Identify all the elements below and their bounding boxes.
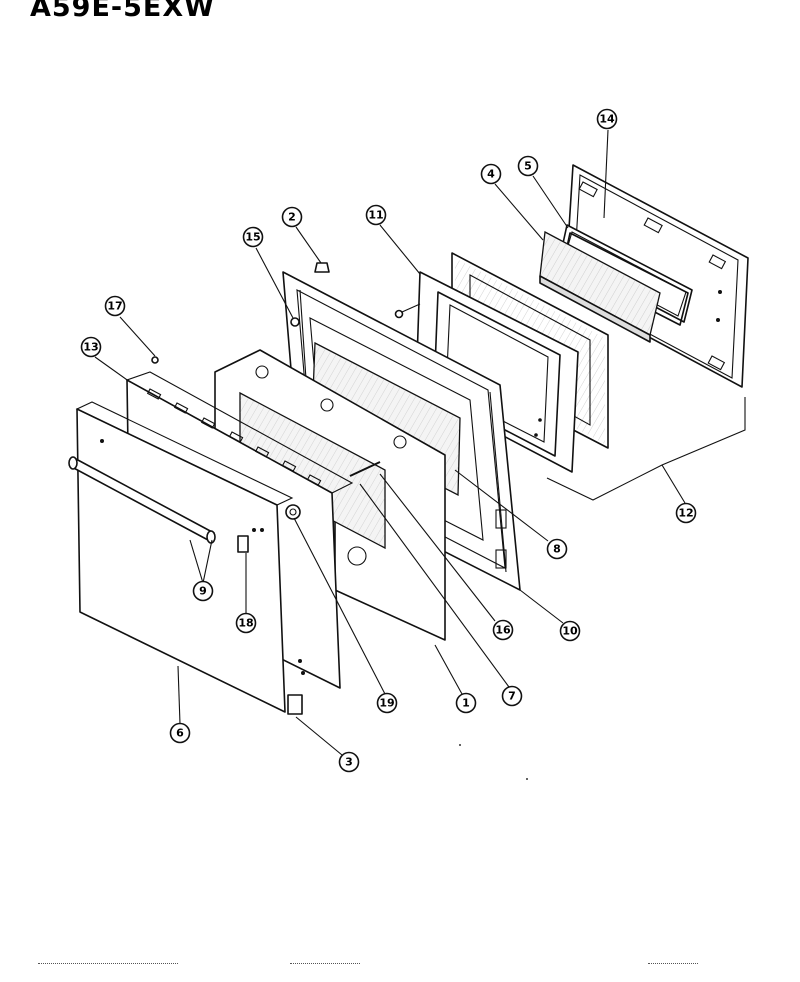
callout-10: 10 [559, 620, 581, 642]
callout-4: 4 [480, 163, 502, 185]
svg-text:6: 6 [176, 727, 184, 740]
svg-text:8: 8 [553, 543, 561, 556]
callout-5: 5 [517, 155, 539, 177]
svg-text:14: 14 [599, 113, 615, 126]
leader-lines [94, 129, 746, 756]
handle-bracket [237, 528, 256, 553]
callout-3: 3 [338, 751, 360, 773]
callout-15: 15 [242, 226, 264, 248]
svg-text:4: 4 [487, 168, 495, 181]
glass-support-rod [349, 461, 381, 477]
svg-text:9: 9 [199, 585, 207, 598]
svg-text:11: 11 [368, 209, 383, 222]
svg-text:5: 5 [524, 160, 532, 173]
callout-14: 14 [596, 108, 618, 130]
callout-8: 8 [546, 538, 568, 560]
door-handle [68, 456, 216, 544]
svg-text:18: 18 [238, 617, 253, 630]
svg-text:1: 1 [462, 697, 470, 710]
mounting-screw-15 [290, 317, 300, 327]
frame-screw [394, 303, 421, 319]
model-title: A59E-5EXW [30, 0, 215, 23]
hinge-clip [287, 659, 305, 715]
mounting-screw-2 [314, 262, 330, 273]
callout-16: 16 [492, 619, 514, 641]
callout-1: 1 [455, 692, 477, 714]
callout-12: 12 [675, 502, 697, 524]
callout-13: 13 [80, 336, 102, 358]
vent-screw [151, 356, 159, 364]
callout-6: 6 [169, 722, 191, 744]
scan-artifact-right [648, 963, 698, 969]
callout-18: 18 [235, 612, 257, 634]
callout-2: 2 [281, 206, 303, 228]
svg-text:2: 2 [288, 211, 296, 224]
svg-text:12: 12 [678, 507, 693, 520]
svg-text:16: 16 [495, 624, 511, 637]
inner-door-glass [539, 230, 661, 343]
svg-text:17: 17 [107, 300, 122, 313]
door-fastener [285, 504, 301, 520]
callout-19: 19 [376, 692, 398, 714]
callout-7: 7 [501, 685, 523, 707]
svg-text:15: 15 [245, 231, 260, 244]
outer-door-panel [75, 401, 294, 713]
scan-artifact-center [290, 963, 360, 969]
callout-17: 17 [104, 295, 126, 317]
callout-11: 11 [365, 204, 387, 226]
svg-text:13: 13 [83, 341, 98, 354]
svg-text:7: 7 [508, 690, 516, 703]
svg-text:10: 10 [562, 625, 578, 638]
svg-text:3: 3 [345, 756, 353, 769]
svg-text:19: 19 [379, 697, 394, 710]
callout-9: 9 [192, 580, 214, 602]
scan-artifact-left [38, 963, 178, 969]
